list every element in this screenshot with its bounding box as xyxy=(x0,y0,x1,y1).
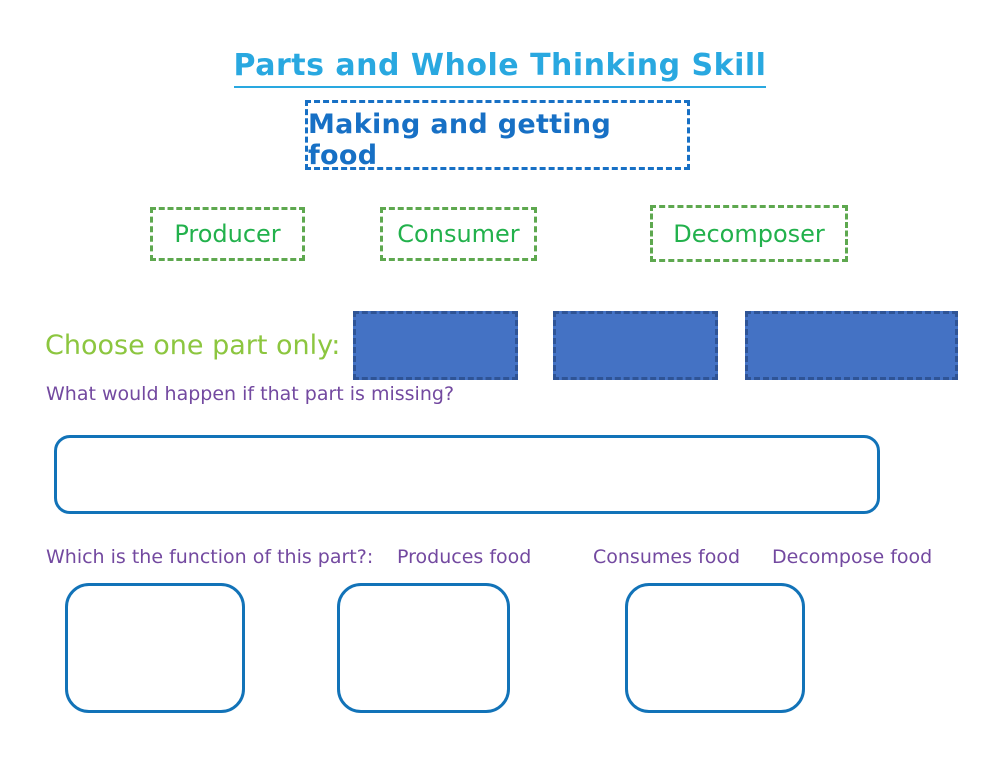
function-drop-box-2[interactable] xyxy=(337,583,510,713)
category-chip-consumer[interactable]: Consumer xyxy=(380,207,537,261)
subtitle-text: Making and getting food xyxy=(308,109,612,171)
drop-zone-1[interactable] xyxy=(353,311,518,380)
function-drop-box-1[interactable] xyxy=(65,583,245,713)
category-chip-producer-label: Producer xyxy=(174,220,281,248)
drop-zone-2[interactable] xyxy=(553,311,718,380)
answer-input[interactable] xyxy=(54,435,880,514)
category-chip-decomposer-label: Decomposer xyxy=(673,219,825,248)
function-question-label: Which is the function of this part?: xyxy=(46,546,374,568)
drop-zone-3[interactable] xyxy=(745,311,958,380)
subtitle-box: Making and getting food xyxy=(305,100,690,171)
choose-one-part-label: Choose one part only: xyxy=(45,330,341,361)
function-option-consumes-food[interactable]: Consumes food xyxy=(593,546,741,568)
category-chip-decomposer[interactable]: Decomposer xyxy=(650,205,848,262)
missing-part-question: What would happen if that part is missin… xyxy=(46,383,455,405)
category-chip-producer[interactable]: Producer xyxy=(150,207,305,261)
function-option-produces-food[interactable]: Produces food xyxy=(397,546,532,568)
function-option-decompose-food[interactable]: Decompose food xyxy=(772,546,933,568)
function-drop-box-3[interactable] xyxy=(625,583,805,713)
page-title-text: Parts and Whole Thinking Skill xyxy=(233,48,767,88)
page-title: Parts and Whole Thinking Skill xyxy=(0,48,1000,88)
category-chip-consumer-label: Consumer xyxy=(397,220,520,248)
